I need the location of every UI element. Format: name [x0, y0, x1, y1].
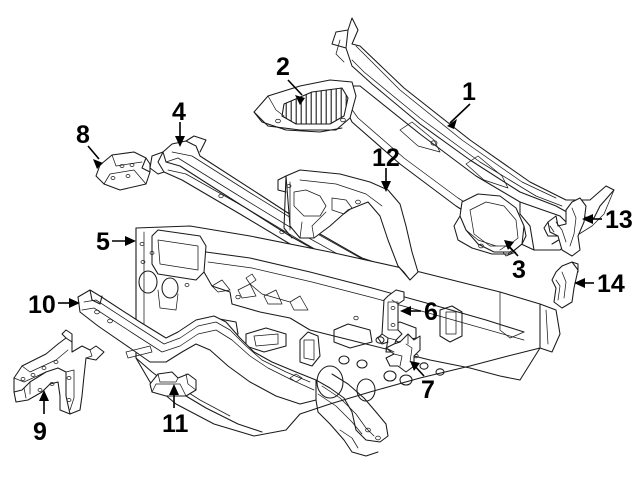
part-3-cowl-side-panel-right [453, 193, 527, 255]
part-6-mounting-bracket-upper [377, 289, 405, 353]
part-2-cowl-vent-cover [253, 79, 357, 133]
callout-label-7: 7 [421, 376, 435, 404]
callout-label-14: 14 [597, 270, 625, 298]
part-8-cowl-bracket-left [95, 151, 151, 191]
callout-leaders [39, 79, 602, 414]
callout-label-1: 1 [462, 78, 476, 106]
part-11-reinforcement-plate [149, 371, 197, 397]
callout-label-5: 5 [96, 228, 110, 256]
callout-label-13: 13 [605, 206, 633, 234]
part-14-cowl-bracket-right-lower [551, 261, 579, 309]
callout-label-9: 9 [33, 418, 47, 446]
part-5-dash-panel-firewall [135, 225, 561, 437]
callout-label-2: 2 [276, 53, 290, 81]
callout-label-4: 4 [172, 98, 186, 126]
part-12-cowl-side-panel-left [277, 169, 419, 281]
callout-label-12: 12 [372, 144, 400, 172]
callout-label-10: 10 [28, 291, 56, 319]
part-9-hinge-pillar-reinforcement [13, 329, 105, 415]
callout-label-3: 3 [512, 256, 526, 284]
part-10-lower-dash-crossmember [77, 289, 389, 457]
callout-label-8: 8 [76, 121, 90, 149]
part-13-cowl-bracket-right-upper [543, 197, 587, 257]
callout-label-6: 6 [424, 298, 438, 326]
callout-label-11: 11 [162, 410, 189, 438]
